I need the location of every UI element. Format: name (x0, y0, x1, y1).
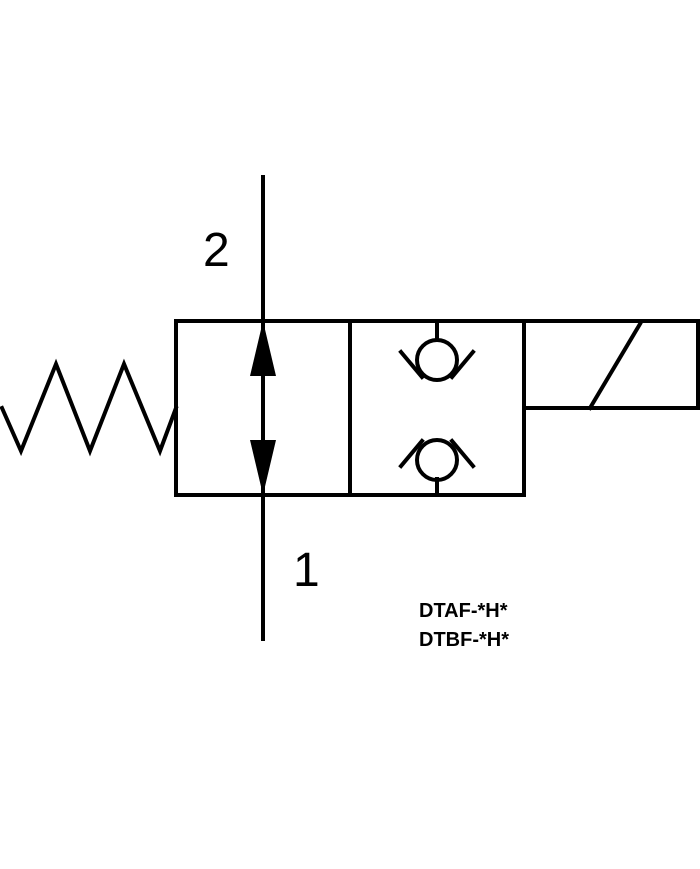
check-valve-icon (398, 438, 476, 497)
spring-icon (0, 358, 179, 457)
bidirectional-arrow-icon (250, 321, 276, 495)
valve-envelope-check (348, 319, 526, 497)
solenoid-icon (522, 319, 700, 411)
model-code: DTAF-*H* (419, 600, 508, 622)
port-2-label: 2 (203, 224, 230, 277)
model-code: DTBF-*H* (419, 629, 509, 651)
check-valve-icon (398, 319, 476, 382)
port-1-label: 1 (293, 544, 320, 597)
